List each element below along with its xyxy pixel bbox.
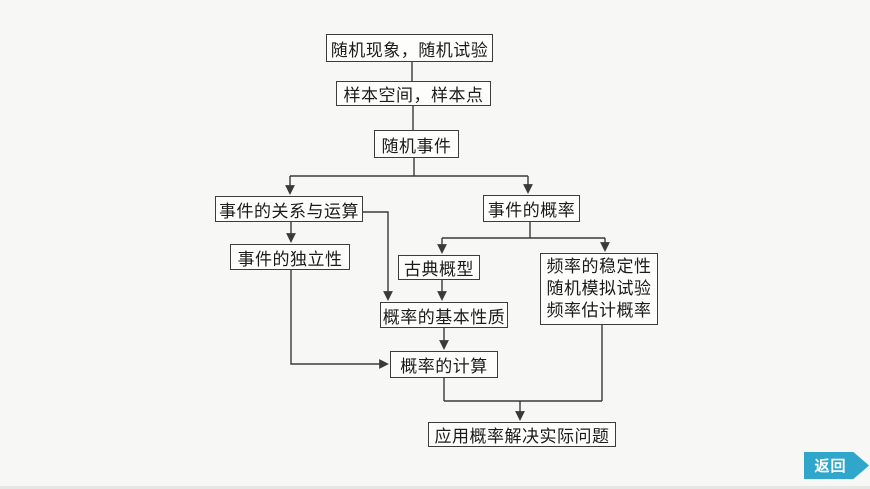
node-random-phenomena: 随机现象，随机试验 [326,34,493,62]
node-apply-probability: 应用概率解决实际问题 [428,422,616,447]
node-probability-calculation: 概率的计算 [390,351,498,378]
node-frequency-stability: 频率的稳定性 随机模拟试验 频率估计概率 [540,253,658,325]
node-sample-space: 样本空间，样本点 [336,81,491,106]
bottom-divider [0,486,870,489]
node-basic-properties: 概率的基本性质 [380,302,508,328]
frequency-line-3: 频率估计概率 [546,301,652,320]
node-event-probability: 事件的概率 [483,195,580,222]
frequency-line-2: 随机模拟试验 [546,279,652,298]
node-random-event: 随机事件 [374,130,459,158]
node-event-relations: 事件的关系与运算 [215,196,363,222]
back-button[interactable]: 返回 [804,452,869,479]
frequency-line-1: 频率的稳定性 [546,257,652,276]
node-classical-model: 古典概型 [398,255,480,280]
node-event-independence: 事件的独立性 [230,244,350,270]
